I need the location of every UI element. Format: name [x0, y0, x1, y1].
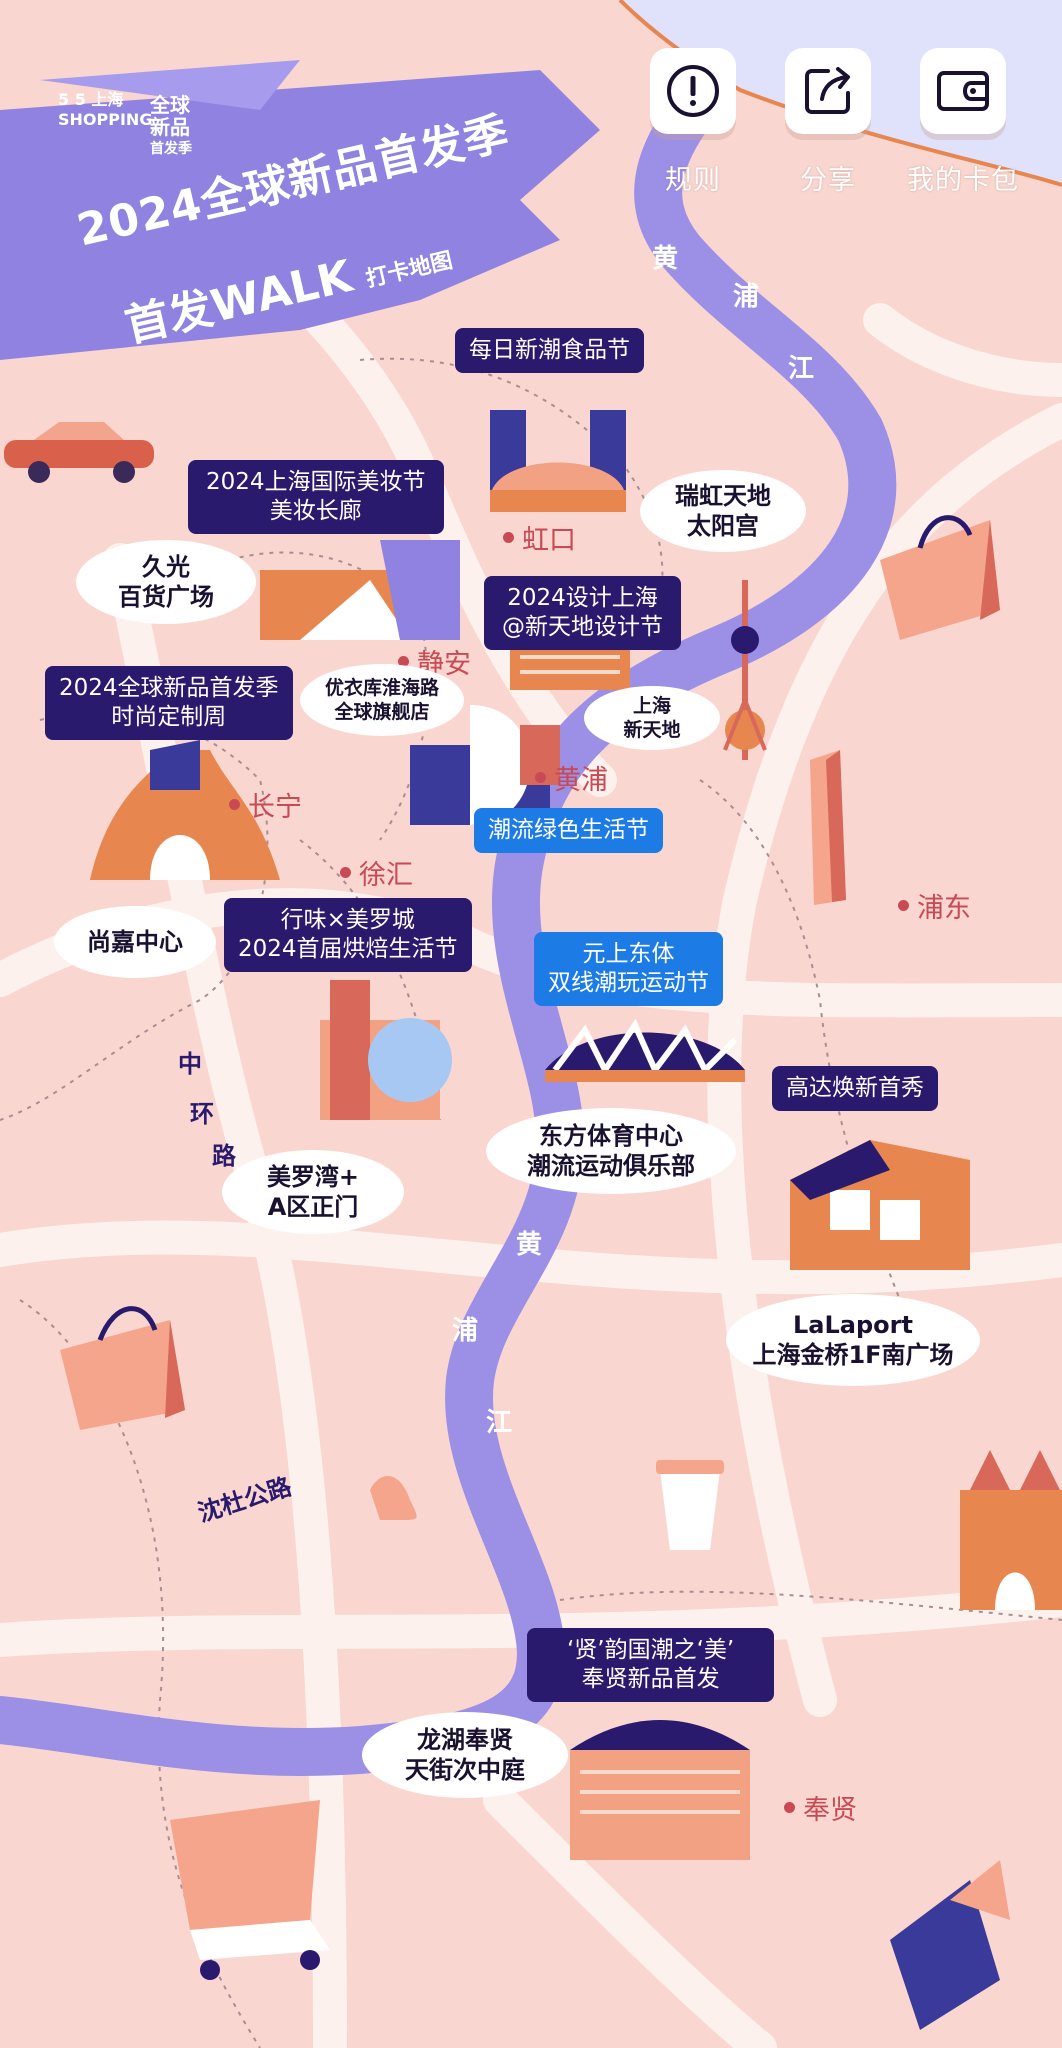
event-fengxian[interactable]: ‘贤’韵国潮之‘美’ 奉贤新品首发	[527, 1628, 775, 1702]
venue-line: 天街次中庭	[405, 1756, 525, 1784]
wallet-label[interactable]: 我的卡包	[907, 165, 1019, 196]
event-line: @新天地设计节	[502, 614, 663, 640]
event-food[interactable]: 每日新潮食品节	[455, 328, 644, 373]
venue-line: 太阳宫	[687, 512, 759, 540]
river-label: 黄	[652, 244, 679, 274]
district-pudong: 浦东	[898, 886, 971, 925]
district-fengxian: 奉贤	[784, 1788, 857, 1827]
district-name: 黄浦	[554, 765, 608, 796]
venue-lalaport[interactable]: LaLaport 上海金桥1F南广场	[726, 1294, 980, 1386]
road-label: 路	[212, 1142, 236, 1170]
venue-line: 东方体育中心	[539, 1122, 683, 1150]
venue-line: 上海金桥1F南广场	[752, 1341, 954, 1369]
venue-line: 百货广场	[118, 583, 214, 611]
venue-xintiandi[interactable]: 上海 新天地	[584, 686, 720, 750]
venue-line: 瑞虹天地	[675, 482, 771, 510]
event-line: 2024上海国际美妆节	[206, 469, 426, 495]
district-dot	[398, 656, 409, 667]
district-dot	[340, 867, 351, 878]
event-line: 潮流绿色生活节	[488, 817, 649, 843]
district-dot	[503, 532, 514, 543]
venue-line: 全球旗舰店	[334, 701, 430, 723]
venue-line: 上海	[632, 695, 671, 717]
district-dot	[535, 772, 546, 783]
share-icon	[805, 67, 850, 114]
venue-uniqlo[interactable]: 优衣库淮海路 全球旗舰店	[300, 664, 464, 736]
district-huangpu: 黄浦	[535, 758, 608, 797]
logo-side: 全球 新品 首发季	[150, 94, 192, 160]
district-dot	[784, 1802, 795, 1813]
district-name: 浦东	[917, 893, 971, 924]
event-fashion[interactable]: 2024全球新品首发季 时尚定制周	[45, 666, 293, 740]
venue-line: 优衣库淮海路	[324, 677, 439, 699]
logo-side-line: 首发季	[150, 141, 192, 157]
event-line: 双线潮玩运动节	[548, 970, 709, 996]
event-line: 元上东体	[582, 941, 675, 967]
river-label: 浦	[733, 282, 760, 312]
district-name: 徐汇	[359, 860, 413, 891]
river-label: 黄	[516, 1230, 543, 1260]
venue-line: A区正门	[267, 1193, 359, 1221]
district-hongkou: 虹口	[503, 518, 576, 557]
event-design[interactable]: 2024设计上海 @新天地设计节	[484, 576, 681, 650]
share-label[interactable]: 分享	[800, 165, 856, 196]
share-button[interactable]	[785, 48, 871, 134]
venue-dongfang[interactable]: 东方体育中心 潮流运动俱乐部	[486, 1108, 736, 1194]
rules-button[interactable]	[650, 48, 736, 134]
event-line: 2024全球新品首发季	[59, 675, 279, 701]
river-label: 江	[788, 354, 815, 384]
event-line: 每日新潮食品节	[469, 337, 630, 363]
event-line: 行味×美罗城	[280, 907, 415, 933]
event-line: 美妆长廊	[269, 498, 362, 524]
river-label: 江	[486, 1408, 513, 1438]
event-line: 2024首届烘焙生活节	[238, 936, 458, 962]
venue-shangjia[interactable]: 尚嘉中心	[54, 906, 216, 978]
event-line: 2024设计上海	[507, 585, 658, 611]
district-xuhui: 徐汇	[340, 853, 413, 892]
event-beauty[interactable]: 2024上海国际美妆节 美妆长廊	[188, 460, 444, 534]
event-line: 时尚定制周	[111, 704, 227, 730]
event-bakery[interactable]: 行味×美罗城 2024首届烘焙生活节	[224, 898, 472, 972]
event-line: 高达焕新首秀	[786, 1075, 924, 1101]
event-green[interactable]: 潮流绿色生活节	[474, 808, 663, 853]
district-name: 虹口	[522, 525, 576, 556]
wallet-icon	[937, 71, 989, 111]
district-changning: 长宁	[229, 785, 302, 824]
venue-longhu[interactable]: 龙湖奉贤 天街次中庭	[362, 1712, 568, 1798]
district-dot	[229, 799, 240, 810]
logo-side-line: 全球	[150, 93, 190, 117]
venue-line: 潮流运动俱乐部	[527, 1152, 695, 1180]
district-name: 奉贤	[803, 1795, 857, 1826]
wallet-button[interactable]	[920, 48, 1006, 134]
venue-line: 尚嘉中心	[87, 928, 183, 956]
logo-side-line: 新品	[150, 115, 190, 139]
road-label: 环	[190, 1100, 214, 1128]
district-dot	[898, 900, 909, 911]
venue-line: 久光	[142, 553, 190, 581]
logo-text: 5 5 上海 SHOPPING	[58, 90, 153, 129]
district-name: 长宁	[248, 792, 302, 823]
event-gaoda[interactable]: 高达焕新首秀	[772, 1066, 938, 1111]
road-label: 中	[178, 1050, 202, 1078]
rules-label[interactable]: 规则	[665, 165, 721, 196]
venue-line: 美罗湾+	[266, 1163, 360, 1191]
logo: 5 5 上海 SHOPPING	[58, 90, 168, 160]
venue-jiuguang[interactable]: 久光 百货广场	[76, 540, 256, 624]
event-sports[interactable]: 元上东体 双线潮玩运动节	[534, 932, 723, 1006]
venue-line: 新天地	[623, 719, 681, 741]
venue-line: LaLaport	[793, 1311, 913, 1339]
alert-icon	[667, 65, 719, 117]
venue-ruihong[interactable]: 瑞虹天地 太阳宫	[640, 470, 806, 552]
event-line: 奉贤新品首发	[581, 1666, 720, 1692]
venue-meiluo[interactable]: 美罗湾+ A区正门	[222, 1150, 404, 1234]
event-line: ‘贤’韵国潮之‘美’	[567, 1637, 735, 1663]
venue-line: 龙湖奉贤	[417, 1726, 513, 1754]
river-label: 浦	[452, 1316, 479, 1346]
